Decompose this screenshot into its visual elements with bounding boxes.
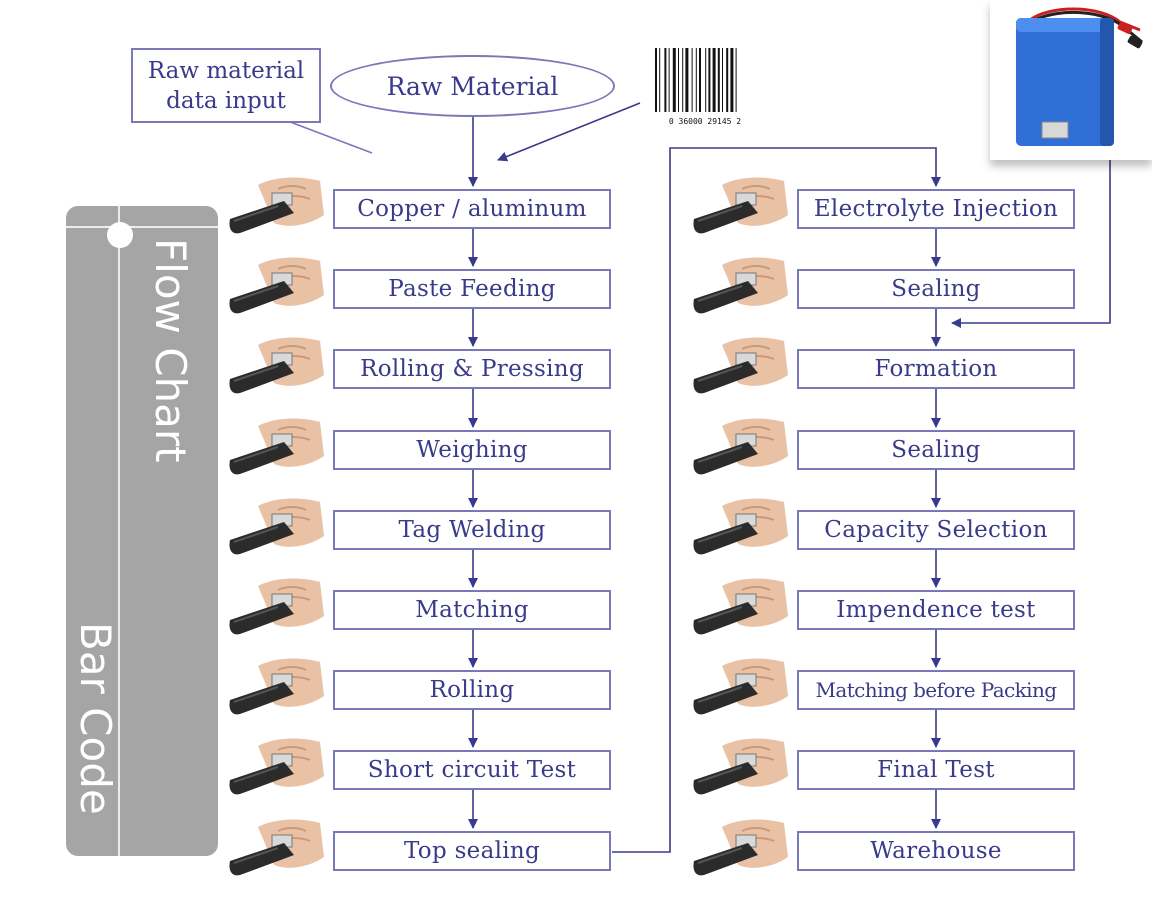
barcode-bar [685,48,689,112]
step-rolling-pressing: Rolling & Pressing [333,349,611,389]
handheld-barcode-scanner-icon [692,817,790,879]
tag-hole [107,222,133,248]
raw-material-data-input-callout: Raw material data input [131,48,321,123]
step-warehouse: Warehouse [797,831,1075,871]
step-rolling: Rolling [333,670,611,710]
step-tag-welding: Tag Welding [333,510,611,550]
raw-material-start: Raw Material [330,55,615,117]
handheld-barcode-scanner-icon [228,656,326,718]
handheld-barcode-scanner-icon [228,255,326,317]
barcode-bar [699,48,701,112]
handheld-barcode-scanner-icon [692,576,790,638]
step-formation: Formation [797,349,1075,389]
barcode-bar [712,48,716,112]
handheld-barcode-scanner-icon [228,335,326,397]
handheld-barcode-scanner-icon [692,736,790,798]
barcode-bar [668,48,670,112]
handheld-barcode-scanner-icon [692,335,790,397]
step-impendence-test: Impendence test [797,590,1075,630]
barcode-bar [730,48,734,112]
barcode-bar [726,48,729,112]
tag-divider [66,226,218,228]
barcode-bar [722,48,723,112]
handheld-barcode-scanner-icon [228,817,326,879]
handheld-barcode-scanner-icon [228,736,326,798]
barcode-bar [708,48,711,112]
barcode-arrow [497,102,641,162]
step-final-test: Final Test [797,750,1075,790]
barcode-bar [735,48,737,112]
handheld-barcode-scanner-icon [692,656,790,718]
callout-line-2: data input [166,87,286,114]
handheld-barcode-scanner-icon [228,576,326,638]
step-electrolyte-injection: Electrolyte Injection [797,189,1075,229]
step-sealing: Sealing [797,269,1075,309]
barcode-bar [655,48,657,112]
callout-pointer [284,119,373,154]
battery-pack-image [990,0,1152,160]
barcode-bar [664,48,667,112]
barcode-bar [695,48,697,112]
step-short-circuit-test: Short circuit Test [333,750,611,790]
callout-line-1: Raw material [147,57,305,84]
barcode-digits: 0 36000 29145 2 [669,117,741,126]
step-capacity-selection: Capacity Selection [797,510,1075,550]
handheld-barcode-scanner-icon [228,416,326,478]
barcode-icon: 0 36000 29145 2 [655,48,741,126]
step-sealing-2: Sealing [797,430,1075,470]
handheld-barcode-scanner-icon [692,496,790,558]
handheld-barcode-scanner-icon [228,496,326,558]
side-tag [66,206,218,856]
handheld-barcode-scanner-icon [228,175,326,237]
barcode-bar [678,48,679,112]
barcode-bar [672,48,676,112]
step-weighing: Weighing [333,430,611,470]
return-connector [951,160,1111,328]
battery-pack-icon [1016,7,1143,146]
step-matching: Matching [333,590,611,630]
barcode-bar [682,48,684,112]
handheld-barcode-scanner-icon [692,255,790,317]
handheld-barcode-scanner-icon [692,175,790,237]
tag-divider [118,206,120,856]
column-connector [612,147,941,853]
barcode-bar [659,48,661,112]
step-copper-aluminum: Copper / aluminum [333,189,611,229]
handheld-barcode-scanner-icon [692,416,790,478]
step-paste-feeding: Paste Feeding [333,269,611,309]
barcode-bar [717,48,720,112]
barcode-bar [705,48,707,112]
step-matching-before-packing: Matching before Packing [797,670,1075,710]
step-top-sealing: Top sealing [333,831,611,871]
barcode-bar [691,48,693,112]
